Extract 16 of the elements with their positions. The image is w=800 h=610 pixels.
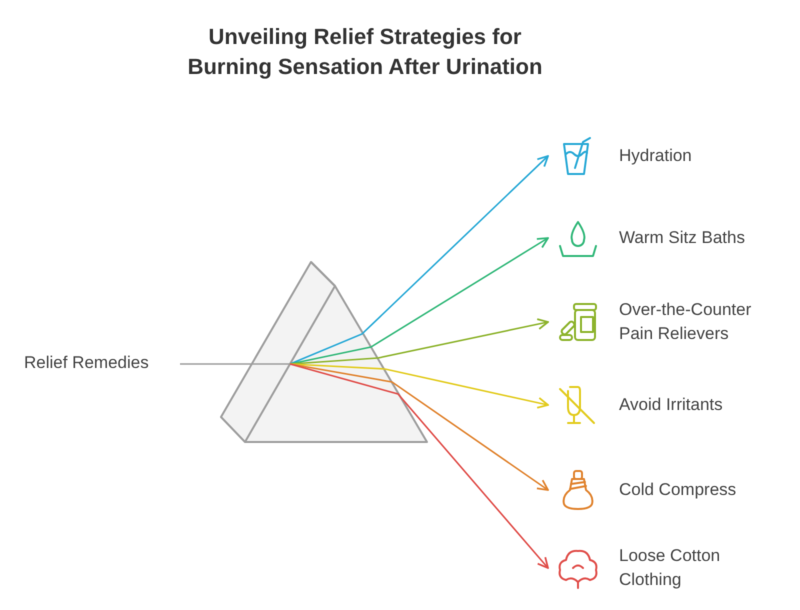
remedy-label: Loose Cotton Clothing <box>619 545 722 591</box>
connector-line <box>180 363 290 365</box>
arrow <box>290 363 549 409</box>
prism-drawing <box>219 260 429 444</box>
title: Unveiling Relief Strategies for Burning Sensation After Urination <box>186 23 544 81</box>
remedy-label: Cold Compress <box>619 479 738 501</box>
arrow <box>290 363 549 569</box>
arrow <box>290 237 549 365</box>
remedy-label: Avoid Irritants <box>619 394 724 416</box>
arrow <box>290 155 549 365</box>
source-label: Relief Remedies <box>24 352 149 374</box>
remedy-label: Hydration <box>619 145 693 167</box>
arrow <box>290 363 549 491</box>
arrow <box>290 318 549 365</box>
remedy-label: Over-the-Counter Pain Relievers <box>619 299 752 345</box>
remedy-label: Warm Sitz Baths <box>619 227 746 249</box>
